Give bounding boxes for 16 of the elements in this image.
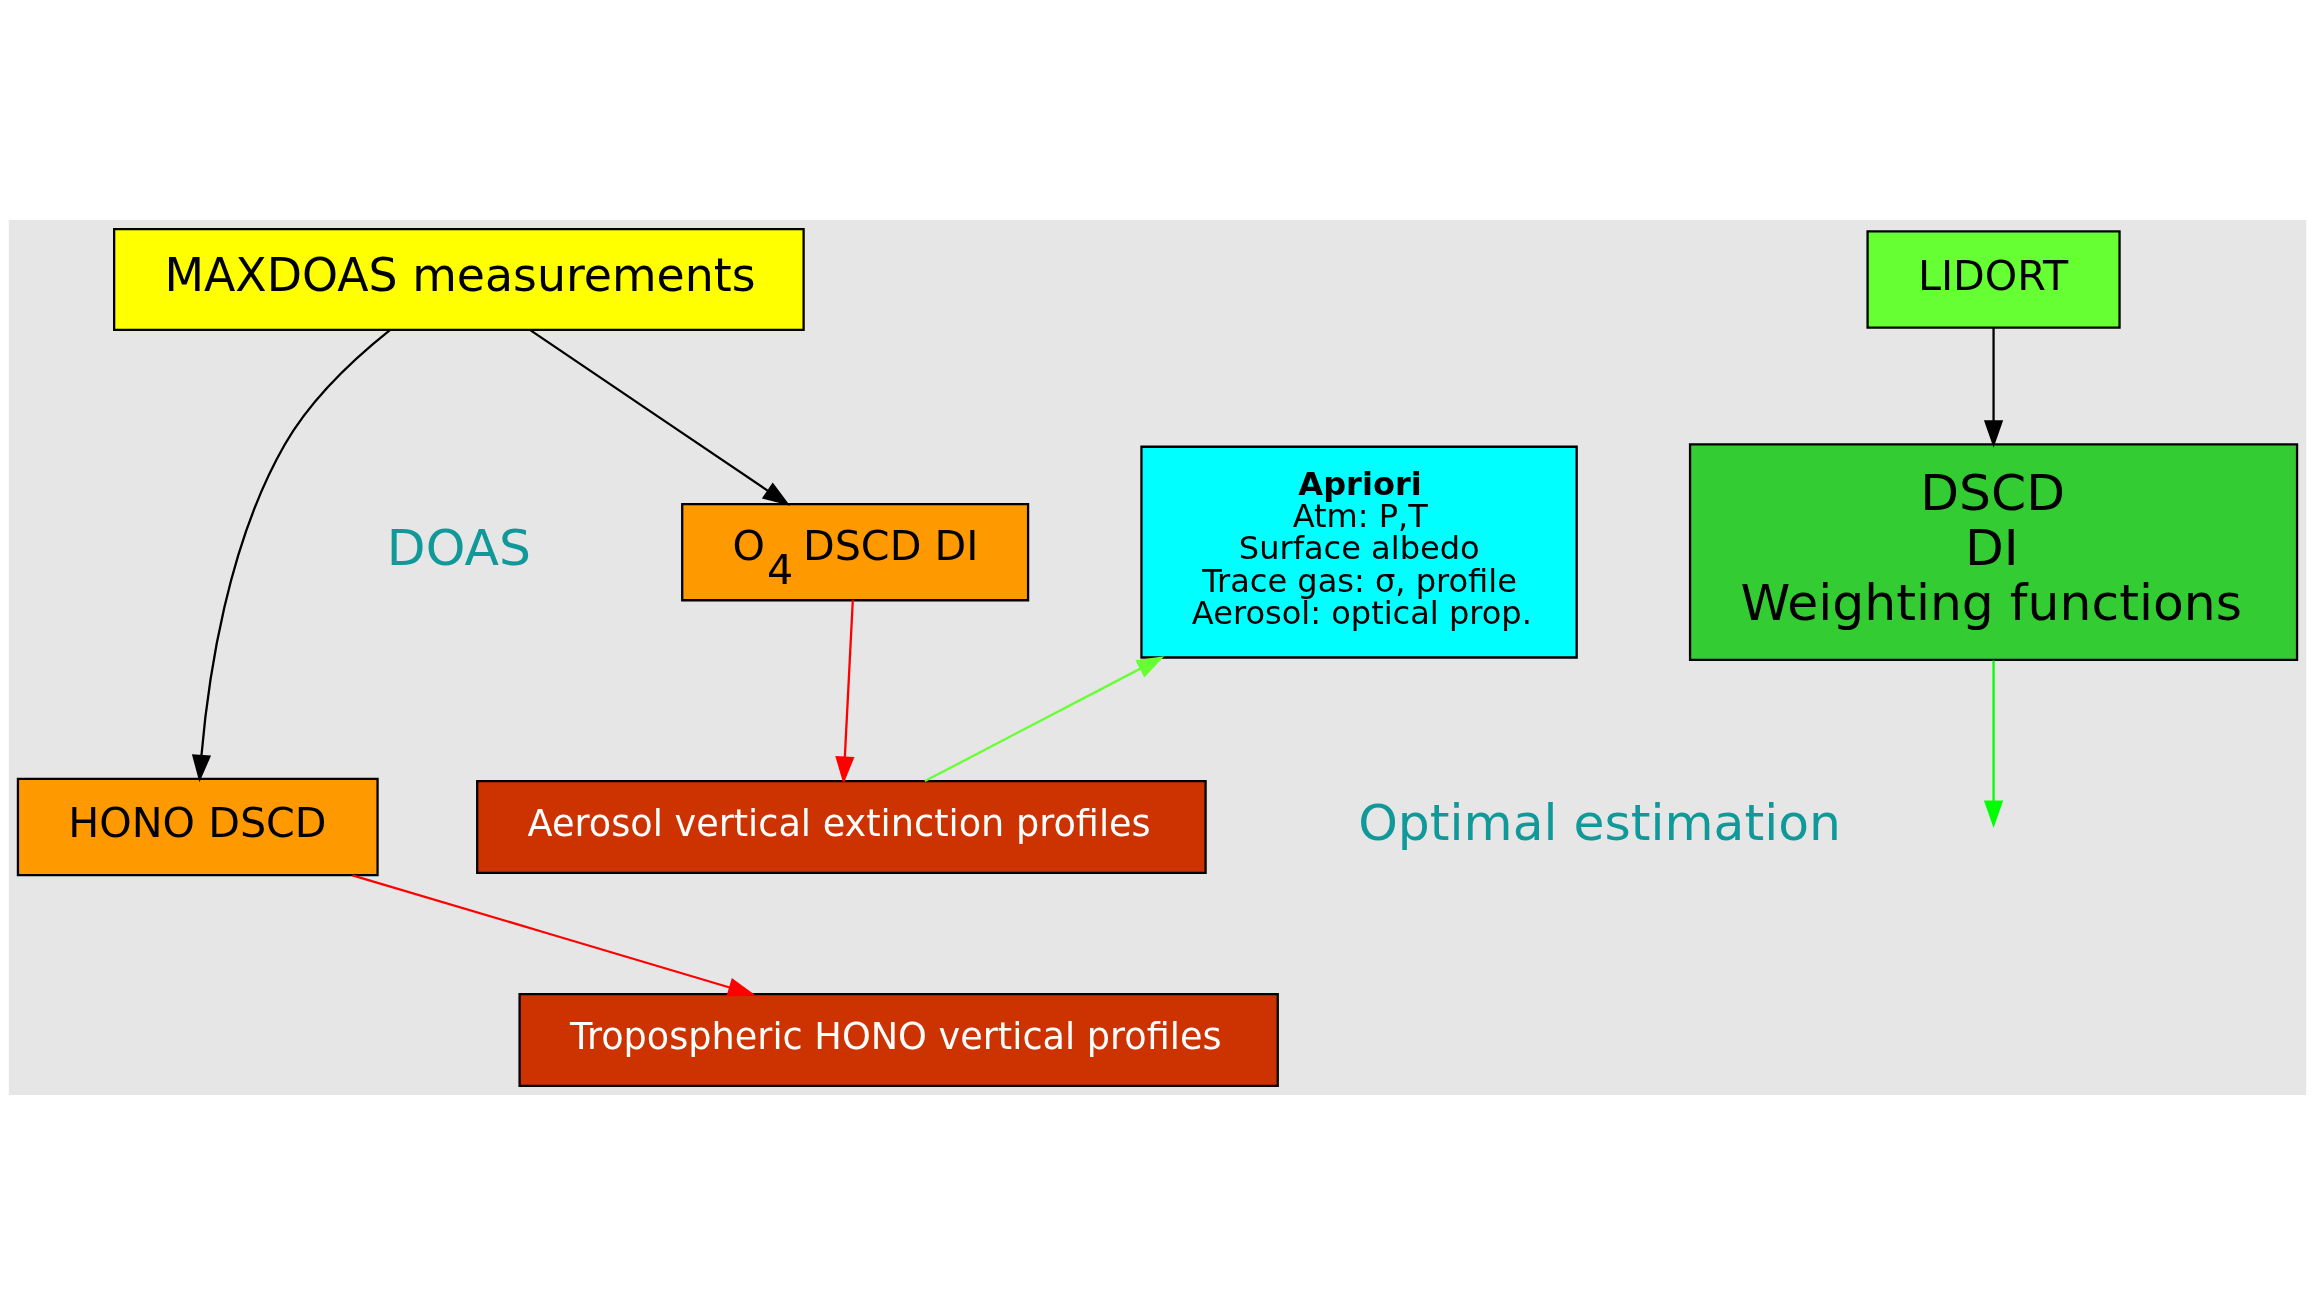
node-box: HONO DSCD	[16, 777, 379, 876]
node-box: Tropospheric HONO vertical profiles	[518, 992, 1279, 1087]
arrow	[191, 328, 391, 782]
label: Optimal estimation	[1358, 792, 1841, 852]
label: DOAS	[386, 517, 531, 577]
arrow	[835, 599, 855, 784]
arrow	[1983, 327, 2004, 448]
arrow	[924, 655, 1165, 782]
node-box: MAXDOAS measurements	[113, 227, 805, 331]
node-box: LIDORT	[1866, 229, 2121, 329]
arrow	[530, 328, 791, 506]
node-box: Aerosol vertical extinction profiles	[476, 779, 1207, 874]
arrow	[352, 873, 756, 997]
arrow	[1983, 660, 2004, 828]
node-box: DSCD DI Weighting functions	[1688, 442, 2299, 661]
node-box: Apriori Atm: P,T Surface albedo Trace gas: σ, profile Aerosol: optical prop.	[1140, 445, 1578, 659]
